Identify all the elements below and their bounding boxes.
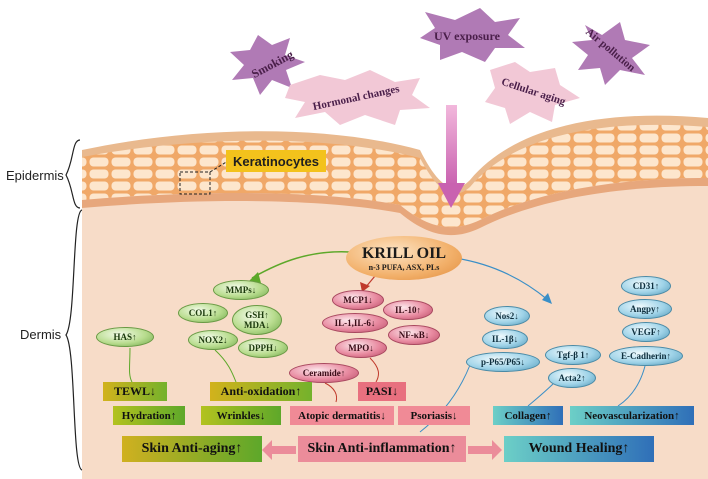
outcome-atopic: Atopic dermatitis↓ <box>290 406 394 425</box>
marker-gsh-mda: GSH↑ MDA↓ <box>232 305 282 335</box>
marker-mcp1: MCP1↓ <box>332 290 384 310</box>
arrow-to-wound <box>454 257 549 301</box>
marker-acta2: Acta2↑ <box>548 368 596 388</box>
marker-dpph: DPPH↓ <box>238 338 288 358</box>
marker-nfkb: NF-κB↓ <box>388 325 440 345</box>
marker-il1-il6: IL-1,IL-6↓ <box>322 313 388 333</box>
outcome-psoriasis: Psoriasis↓ <box>398 406 470 425</box>
uv-arrow-head <box>438 183 465 208</box>
arrow-to-antiaging <box>251 251 351 279</box>
marker-il10: IL-10↑ <box>383 300 433 320</box>
main-antiaging: Skin Anti-aging↑ <box>122 436 262 462</box>
dermis-label: Dermis <box>20 327 62 342</box>
uv-burst <box>420 8 525 62</box>
epidermis-label: Epidermis <box>6 168 64 183</box>
hormonal-burst <box>285 70 430 125</box>
trigger-uv: UV exposure <box>434 29 500 43</box>
marker-nos2: Nos2↓ <box>484 306 530 326</box>
marker-p65: p-P65/P65↓ <box>466 352 540 372</box>
keratinocytes-label: Keratinocytes <box>226 150 326 172</box>
marker-mmps: MMPs↓ <box>213 280 269 300</box>
outcome-collagen: Collagen↑ <box>493 406 563 425</box>
krill-subtitle: n-3 PUFA, ASX, PLs <box>368 262 440 272</box>
marker-col1: COL1↑ <box>178 303 228 323</box>
marker-tgfb1: Tgf-β 1↑ <box>545 345 601 365</box>
outcome-hydration: Hydration↑ <box>113 406 185 425</box>
marker-has: HAS↑ <box>96 327 154 347</box>
outcome-wrinkles: Wrinkles↓ <box>201 406 281 425</box>
smoking-burst <box>230 35 305 95</box>
basement-membrane <box>82 178 708 236</box>
marker-mpo: MPO↓ <box>335 338 387 358</box>
keratinocyte-marker <box>179 171 211 195</box>
marker-ecad: E-Cadherin↑ <box>609 346 683 366</box>
marker-il1b: IL-1β↓ <box>482 329 528 349</box>
main-antiinflammation: Skin Anti-inflammation↑ <box>298 436 466 462</box>
krill-oil-node: KRILL OIL n-3 PUFA, ASX, PLs <box>346 236 462 280</box>
marker-angpy: Angpy↑ <box>618 299 672 319</box>
outcome-neovascularization: Neovascularization↑ <box>570 406 694 425</box>
cellular-burst <box>485 62 580 124</box>
marker-vegf: VEGF↑ <box>622 322 670 342</box>
marker-cd31: CD31↑ <box>621 276 671 296</box>
outcome-pasi: PASI↓ <box>358 382 406 401</box>
air-burst <box>572 22 650 85</box>
uv-arrow-shaft <box>446 105 457 185</box>
main-wound-healing: Wound Healing↑ <box>504 436 654 462</box>
outcome-tewl: TEWL↓ <box>103 382 167 401</box>
arrow-left-to-antiaging <box>262 440 296 460</box>
outcome-antioxidation: Anti-oxidation↑ <box>210 382 312 401</box>
arrow-right-to-wound <box>468 440 502 460</box>
marker-nox2: NOX2↓ <box>188 330 238 350</box>
marker-ceramide: Ceramide↑ <box>289 363 359 383</box>
krill-title: KRILL OIL <box>361 244 447 262</box>
dermis-bracket <box>65 209 83 471</box>
epidermis-bracket <box>65 139 81 209</box>
